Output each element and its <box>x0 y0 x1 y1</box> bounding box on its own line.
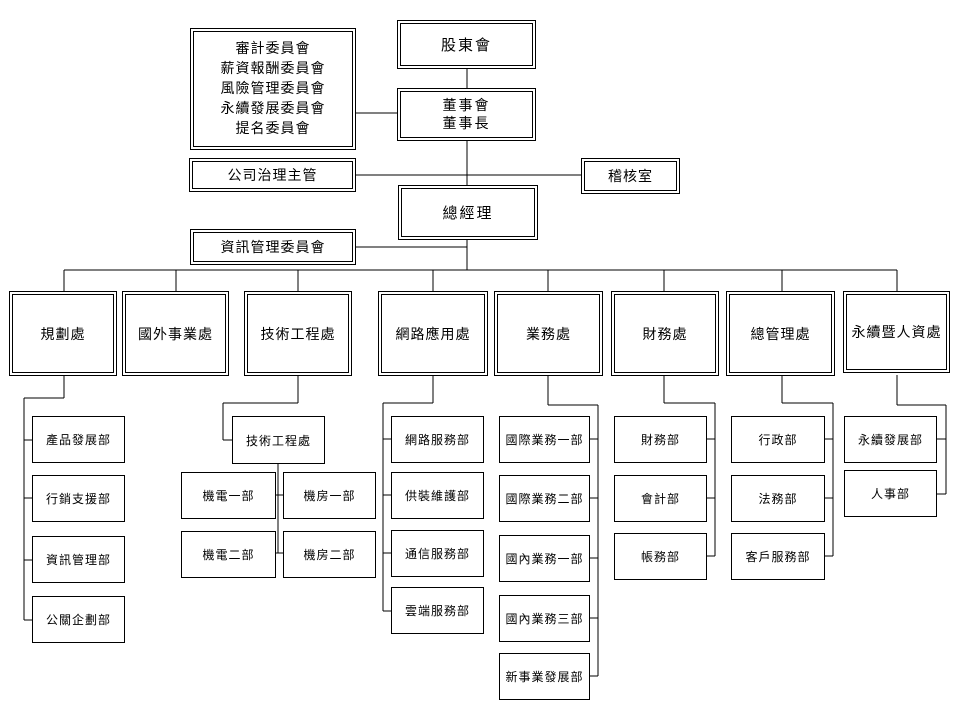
unit-box: 機房二部 <box>283 531 376 578</box>
unit-label: 供裝維護部 <box>404 489 470 503</box>
unit-label: 新事業發展部 <box>505 670 584 684</box>
unit-box: 供裝維護部 <box>391 472 484 519</box>
unit-label: 機電二部 <box>202 548 255 562</box>
division-tech-engineering: 技術工程處 <box>244 291 352 376</box>
division-label: 技術工程處 <box>260 326 336 343</box>
unit-box: 公關企劃部 <box>32 596 125 643</box>
division-network-apps: 網路應用處 <box>378 291 488 376</box>
unit-box: 行政部 <box>731 416 825 463</box>
committee-nomination: 提名委員會 <box>235 121 311 137</box>
general-manager-box: 總經理 <box>398 185 538 240</box>
unit-box: 國際業務一部 <box>499 416 590 463</box>
committee-sustainability: 永續發展委員會 <box>220 101 326 117</box>
unit-label: 機電一部 <box>202 489 255 503</box>
division-label: 總管理處 <box>750 326 811 343</box>
unit-label: 永續發展部 <box>857 433 923 447</box>
unit-label: 產品發展部 <box>45 433 111 447</box>
unit-label: 行政部 <box>758 433 798 447</box>
unit-label: 資訊管理部 <box>45 553 111 567</box>
division-overseas: 國外事業處 <box>122 291 229 376</box>
chairman-label: 董事長 <box>442 115 491 132</box>
unit-box: 永續發展部 <box>844 416 937 463</box>
division-label: 規劃處 <box>40 326 86 343</box>
unit-box: 帳務部 <box>614 533 707 580</box>
unit-box: 人事部 <box>844 470 937 517</box>
division-general-admin: 總管理處 <box>726 291 835 376</box>
unit-label: 機房一部 <box>303 489 356 503</box>
unit-label: 行銷支援部 <box>45 492 111 506</box>
committee-risk: 風險管理委員會 <box>220 81 326 97</box>
division-label: 財務處 <box>642 326 688 343</box>
unit-box: 行銷支援部 <box>32 475 125 522</box>
division-finance: 財務處 <box>611 291 719 376</box>
unit-box: 法務部 <box>731 475 825 522</box>
committee-compensation: 薪資報酬委員會 <box>220 61 326 77</box>
shareholders-label: 股東會 <box>440 36 492 54</box>
unit-label: 國際業務一部 <box>505 433 584 447</box>
audit-office-box: 稽核室 <box>581 158 680 194</box>
unit-label: 網路服務部 <box>404 433 470 447</box>
unit-label: 法務部 <box>758 492 798 506</box>
unit-box: 技術工程處 <box>232 416 325 464</box>
governance-officer-label: 公司治理主管 <box>227 168 318 184</box>
unit-box: 資訊管理部 <box>32 536 125 583</box>
unit-box: 國際業務二部 <box>499 475 590 522</box>
unit-box: 機電一部 <box>181 472 276 519</box>
unit-label: 通信服務部 <box>404 547 470 561</box>
unit-box: 通信服務部 <box>391 530 484 577</box>
unit-box: 雲端服務部 <box>391 587 484 634</box>
general-manager-label: 總經理 <box>442 204 494 222</box>
unit-label: 國內業務三部 <box>505 612 584 626</box>
board-box: 董事會 董事長 <box>397 88 536 141</box>
division-sustainability-hr: 永續暨人資處 <box>843 291 950 373</box>
unit-box: 會計部 <box>614 475 707 522</box>
unit-label: 客戶服務部 <box>745 550 811 564</box>
unit-label: 會計部 <box>640 492 680 506</box>
unit-label: 人事部 <box>870 487 910 501</box>
committee-audit: 審計委員會 <box>235 41 311 57</box>
committees-box: 審計委員會 薪資報酬委員會 風險管理委員會 永續發展委員會 提名委員會 <box>190 28 356 150</box>
division-label: 永續暨人資處 <box>851 325 942 341</box>
unit-box: 機電二部 <box>181 531 276 578</box>
audit-office-label: 稽核室 <box>608 169 653 185</box>
division-label: 業務處 <box>526 326 571 343</box>
unit-box: 產品發展部 <box>32 416 125 463</box>
unit-box: 客戶服務部 <box>731 533 825 580</box>
division-label: 國外事業處 <box>138 326 213 343</box>
unit-box: 機房一部 <box>283 472 376 519</box>
it-committee-box: 資訊管理委員會 <box>190 229 356 265</box>
shareholders-box: 股東會 <box>397 20 536 69</box>
unit-label: 財務部 <box>640 433 680 447</box>
governance-officer-box: 公司治理主管 <box>189 158 356 192</box>
unit-box: 網路服務部 <box>391 416 484 463</box>
unit-label: 機房二部 <box>303 548 356 562</box>
division-label: 網路應用處 <box>395 326 471 343</box>
board-of-directors-label: 董事會 <box>442 97 491 114</box>
unit-label: 國際業務二部 <box>505 492 584 506</box>
unit-label: 技術工程處 <box>245 433 311 448</box>
it-committee-label: 資訊管理委員會 <box>220 240 326 256</box>
division-planning: 規劃處 <box>9 291 117 376</box>
unit-label: 國內業務一部 <box>505 552 584 566</box>
unit-box: 國內業務一部 <box>499 535 590 582</box>
unit-label: 公關企劃部 <box>45 613 111 627</box>
unit-box: 國內業務三部 <box>499 595 590 642</box>
unit-box: 財務部 <box>614 416 707 463</box>
division-sales: 業務處 <box>494 291 603 376</box>
unit-label: 雲端服務部 <box>404 604 470 618</box>
unit-label: 帳務部 <box>640 550 680 564</box>
unit-box: 新事業發展部 <box>499 653 590 700</box>
